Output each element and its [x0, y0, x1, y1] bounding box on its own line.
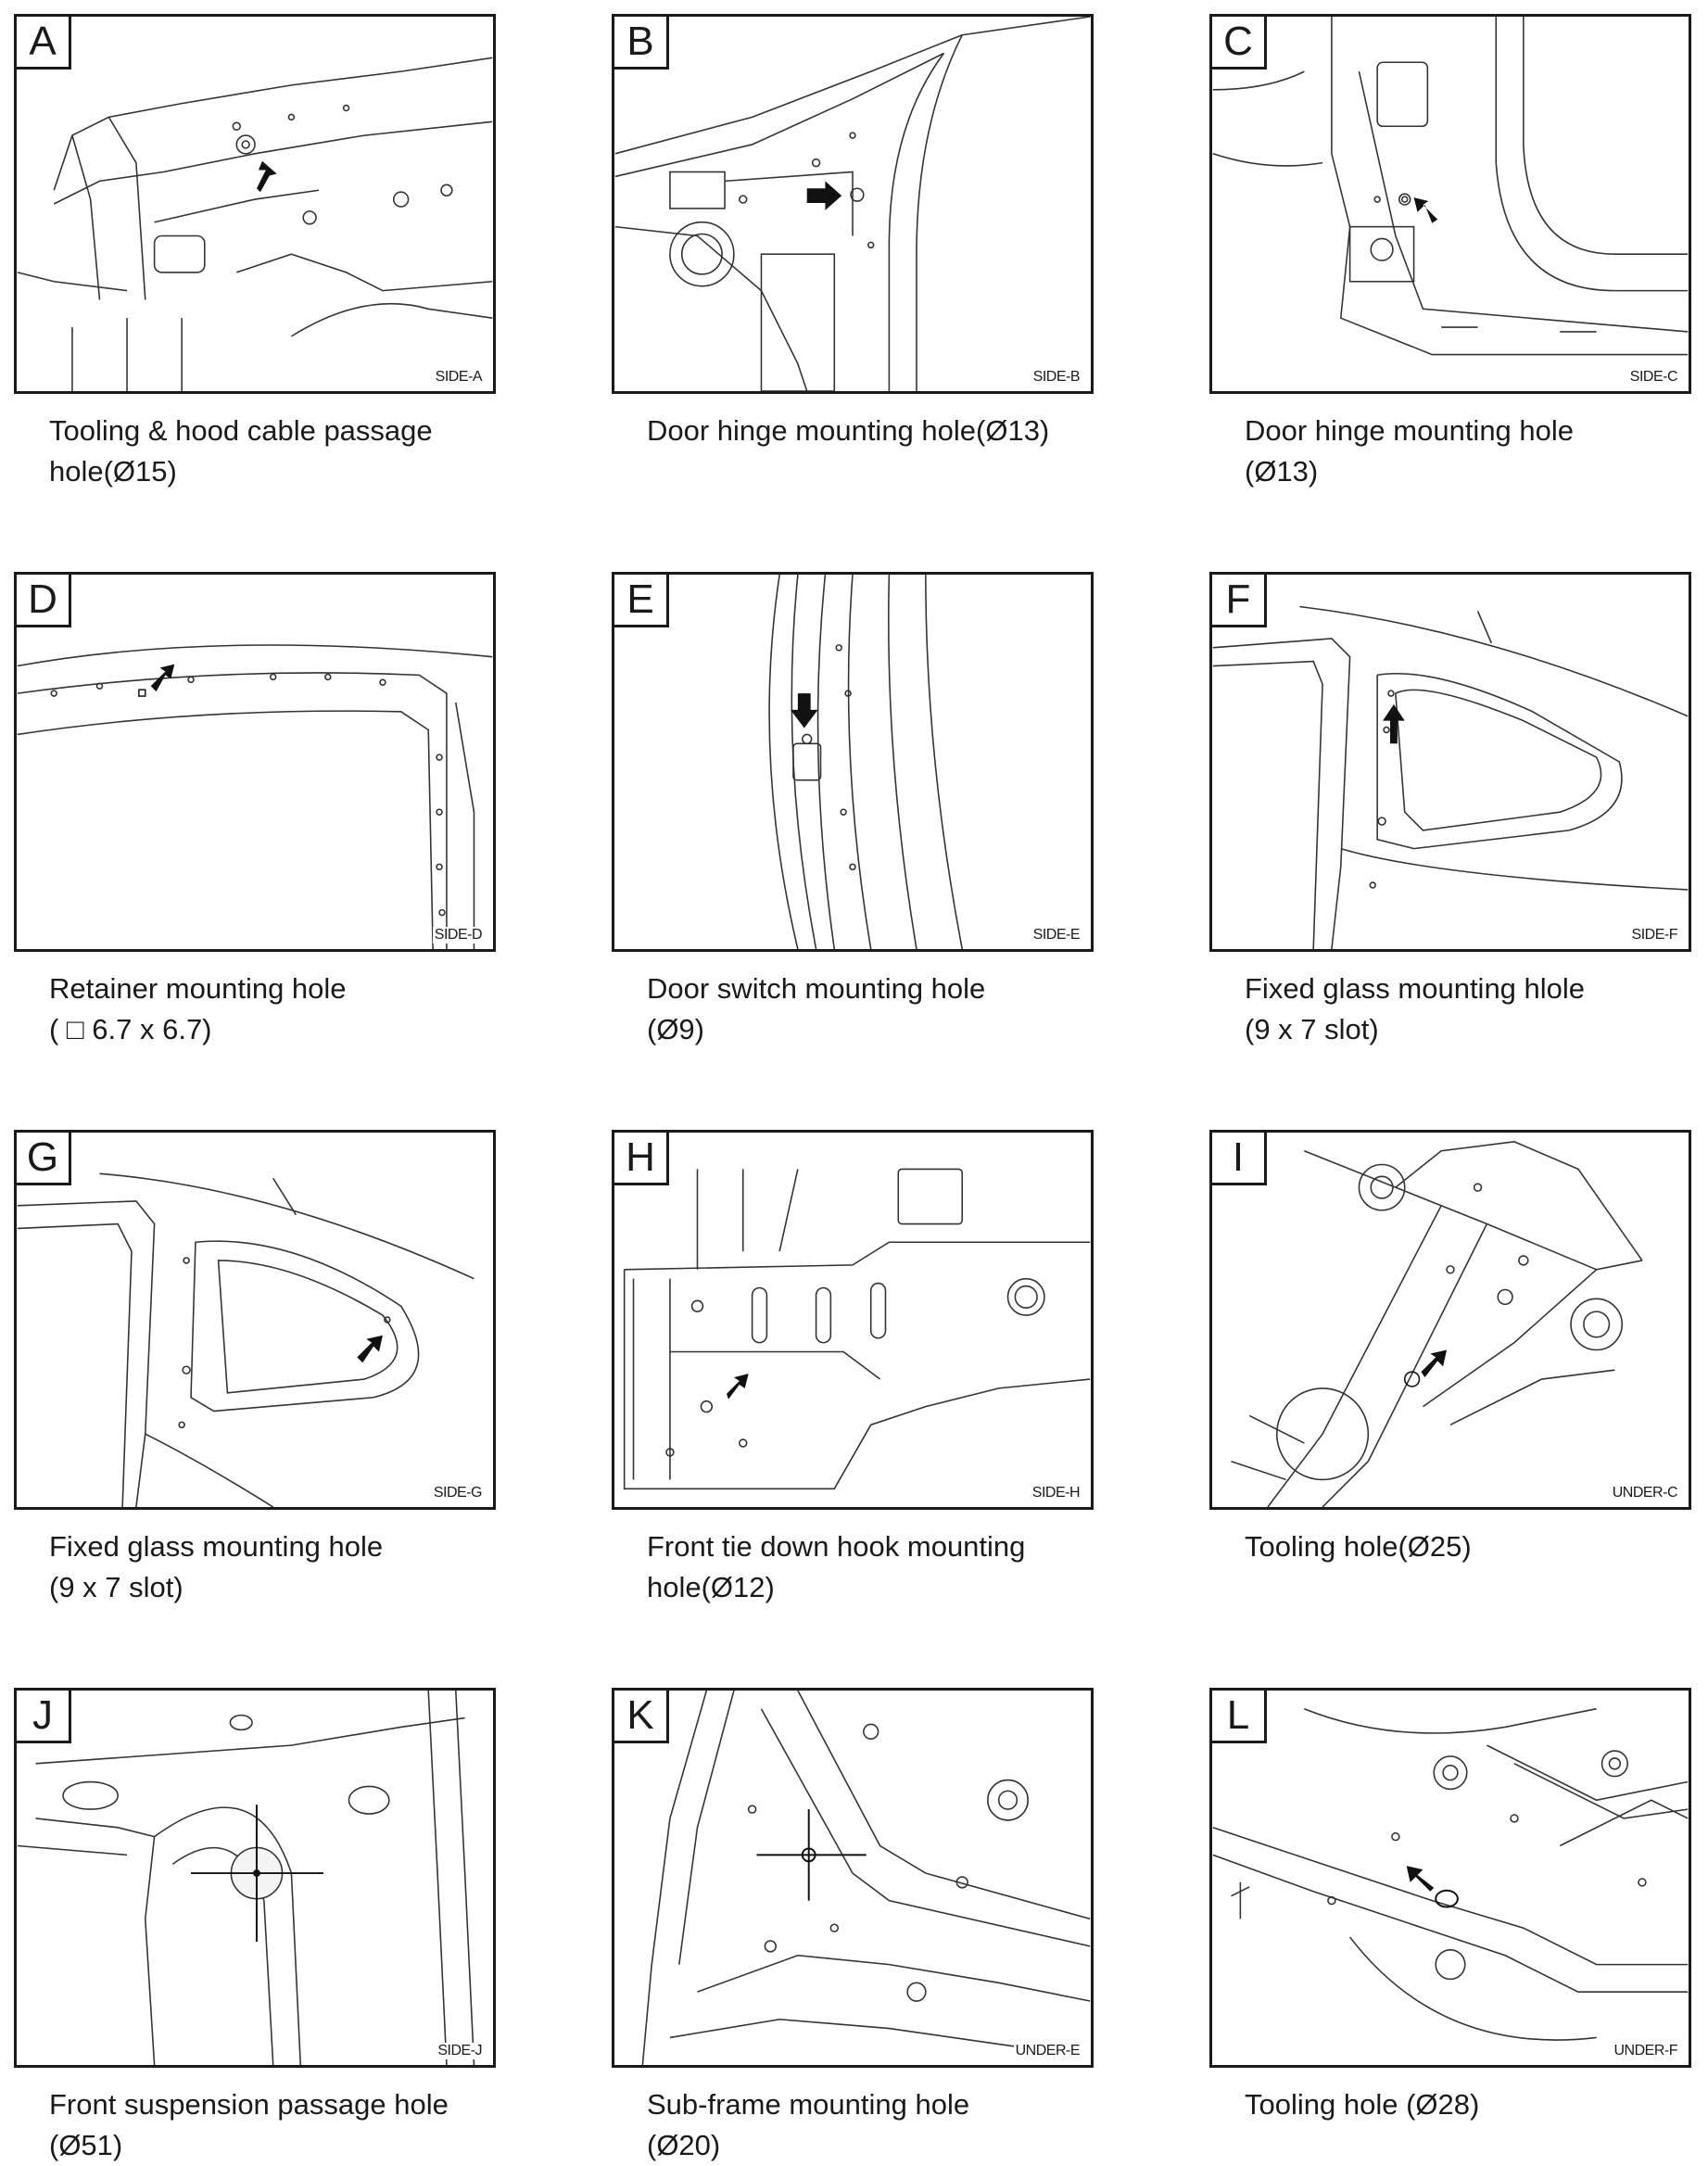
panel-letter: C — [1212, 17, 1267, 70]
view-code: SIDE-D — [432, 927, 484, 944]
diagram-frame: I UNDER-C — [1209, 1130, 1691, 1510]
diagram-frame: D SIDE-D — [14, 572, 496, 952]
body-drawing-f — [1212, 605, 1689, 949]
panel-letter: K — [614, 1691, 669, 1743]
panel-letter: H — [614, 1133, 669, 1185]
diagram-frame: J SIDE-J — [14, 1688, 496, 2068]
arrow-icon — [727, 1374, 749, 1400]
panel-caption: Fixed glass mounting hole (9 x 7 slot) — [49, 1530, 384, 1603]
panel-caption: Front tie down hook mounting hole(Ø12) — [647, 1530, 1026, 1603]
body-drawing-i — [1231, 1141, 1643, 1507]
arrow-icon — [806, 181, 842, 210]
panel-caption: Door switch mounting hole (Ø9) — [647, 972, 986, 1045]
body-drawing-b — [614, 17, 1091, 391]
arrow-icon — [256, 160, 277, 193]
arrow-icon — [1383, 703, 1405, 744]
view-code: SIDE-C — [1627, 369, 1679, 386]
panel-letter: G — [17, 1133, 71, 1185]
diagram-frame: F SIDE-F — [1209, 572, 1691, 952]
panel-caption: Door hinge mounting hole(Ø13) — [647, 414, 1050, 447]
panel-caption: Sub-frame mounting hole (Ø20) — [647, 2088, 970, 2161]
view-code: UNDER-E — [1013, 2043, 1082, 2059]
view-code: SIDE-F — [1629, 927, 1679, 944]
view-code: SIDE-A — [433, 369, 484, 386]
panel-caption: Tooling & hood cable passage hole(Ø15) — [49, 414, 433, 488]
panel-caption: Door hinge mounting hole (Ø13) — [1245, 414, 1575, 488]
diagram-frame: G SIDE-G — [14, 1130, 496, 1510]
view-code: SIDE-B — [1031, 369, 1082, 386]
panel-caption: Front suspension passage hole (Ø51) — [49, 2088, 449, 2161]
panel-caption: Fixed glass mounting hlole (9 x 7 slot) — [1245, 972, 1586, 1045]
view-code: UNDER-F — [1612, 2043, 1679, 2059]
view-code: SIDE-G — [431, 1485, 484, 1501]
panel-letter: L — [1212, 1691, 1267, 1743]
diagram-frame: H SIDE-H — [612, 1130, 1094, 1510]
diagram-frame: C SIDE-C — [1209, 14, 1691, 394]
diagram-frame: K UNDER-E — [612, 1688, 1094, 2068]
panel-caption: Retainer mounting hole ( □ 6.7 x 6.7) — [49, 972, 347, 1045]
body-drawing-k — [641, 1691, 1091, 2065]
panel-letter: A — [17, 17, 71, 70]
panel-caption: Tooling hole(Ø25) — [1245, 1530, 1472, 1563]
view-code: SIDE-E — [1031, 927, 1082, 944]
arrow-icon — [150, 664, 175, 692]
body-drawing-h — [623, 1168, 1091, 1490]
panel-letter: F — [1212, 575, 1267, 627]
panel-caption: Tooling hole (Ø28) — [1245, 2088, 1480, 2121]
arrow-icon — [1421, 1349, 1448, 1378]
arrow-icon — [1413, 197, 1438, 223]
view-code: SIDE-H — [1030, 1485, 1082, 1501]
diagram-frame: A SIDE-A — [14, 14, 496, 394]
panel-letter: E — [614, 575, 669, 627]
arrow-icon — [357, 1335, 383, 1363]
diagram-frame: B SIDE-B — [612, 14, 1094, 394]
panel-letter: D — [17, 575, 71, 627]
body-drawing-j — [17, 1691, 475, 2065]
panel-letter: I — [1212, 1133, 1267, 1185]
body-drawing-a — [17, 57, 493, 391]
panel-letter: J — [17, 1691, 71, 1743]
body-drawing-e — [768, 575, 964, 949]
diagram-frame: E SIDE-E — [612, 572, 1094, 952]
arrow-icon — [1406, 1866, 1435, 1892]
diagram-frame: L UNDER-F — [1209, 1688, 1691, 2068]
view-code: UNDER-C — [1610, 1485, 1679, 1501]
crosshair-icon — [756, 1809, 867, 1901]
body-drawing-g — [17, 1172, 474, 1507]
view-code: SIDE-J — [436, 2043, 484, 2059]
body-drawing-l — [1212, 1707, 1689, 2041]
body-drawing-c — [1212, 17, 1689, 356]
panel-letter: B — [614, 17, 669, 70]
arrow-icon — [790, 693, 818, 728]
body-drawing-d — [17, 644, 493, 949]
